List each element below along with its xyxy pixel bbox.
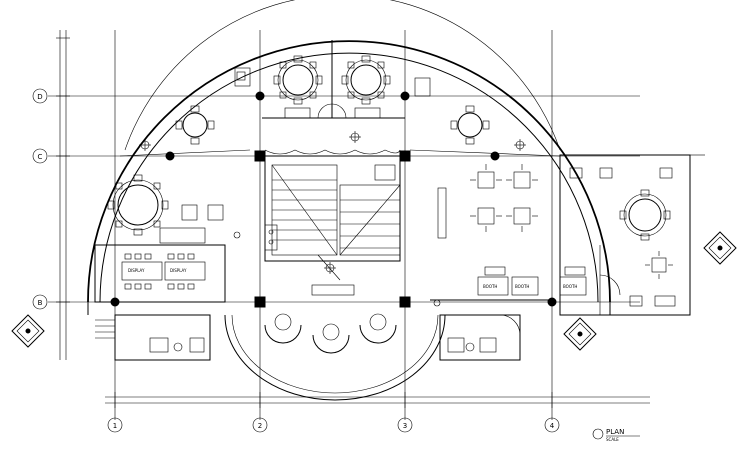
building-outer-wall: [87, 0, 611, 315]
plan-title: PLAN SCALE: [592, 428, 640, 442]
svg-text:PLAN: PLAN: [606, 428, 624, 436]
square-tables-right-hall: [470, 164, 538, 232]
left-bar-area: DISPLAY DISPLAY: [94, 204, 226, 303]
square-tables-right-room: [645, 251, 673, 279]
svg-text:3: 3: [403, 422, 407, 430]
svg-text:DISPLAY: DISPLAY: [170, 268, 187, 273]
svg-text:DISPLAY: DISPLAY: [128, 268, 145, 273]
grid-bubble-row-b: B: [32, 294, 48, 310]
north-arrow-symbol-right: [703, 231, 737, 265]
front-lounge-seating: [264, 313, 397, 354]
svg-text:BOOTH: BOOTH: [483, 284, 497, 289]
grid-bubble-col-4: 4: [544, 417, 560, 433]
left-entrance: [95, 314, 211, 361]
svg-text:D: D: [37, 93, 42, 101]
central-stair-core: [264, 149, 401, 296]
perimeter-band: [119, 149, 561, 157]
round-table-top-right: [341, 55, 391, 105]
svg-text:B: B: [38, 299, 43, 307]
right-annex-room: [559, 154, 705, 316]
front-entrance-arc: [224, 314, 446, 401]
svg-text:2: 2: [258, 422, 262, 430]
bottom-dimension-lines: [105, 392, 650, 408]
right-booth-area: BOOTH BOOTH BOOTH: [430, 187, 587, 301]
svg-text:C: C: [38, 153, 43, 161]
svg-text:BOOTH: BOOTH: [563, 284, 577, 289]
svg-text:SCALE: SCALE: [606, 437, 619, 442]
grid-bubble-row-d: D: [32, 88, 48, 104]
round-table-top-left: [273, 55, 323, 105]
right-entrance: [439, 314, 521, 361]
north-arrow-symbol-bottom: [563, 317, 597, 351]
corner-sofas-top: [234, 67, 431, 97]
round-table-upper-left: [175, 105, 215, 145]
svg-text:BOOTH: BOOTH: [515, 284, 529, 289]
grid-bubble-col-3: 3: [397, 417, 413, 433]
grid-bubble-col-1: 1: [107, 417, 123, 433]
top-private-rooms: [262, 40, 405, 119]
round-table-upper-right: [450, 105, 490, 145]
svg-text:1: 1: [113, 422, 117, 430]
svg-text:4: 4: [550, 422, 555, 430]
grid-bubble-row-c: C: [32, 148, 48, 164]
grid-bubble-col-2: 2: [252, 417, 268, 433]
round-table-right-room: [619, 189, 671, 241]
north-arrow-symbol-left: [11, 314, 45, 348]
left-dimension-lines: [56, 30, 70, 360]
section-markers: [139, 131, 526, 307]
round-table-left-large: [107, 174, 169, 236]
